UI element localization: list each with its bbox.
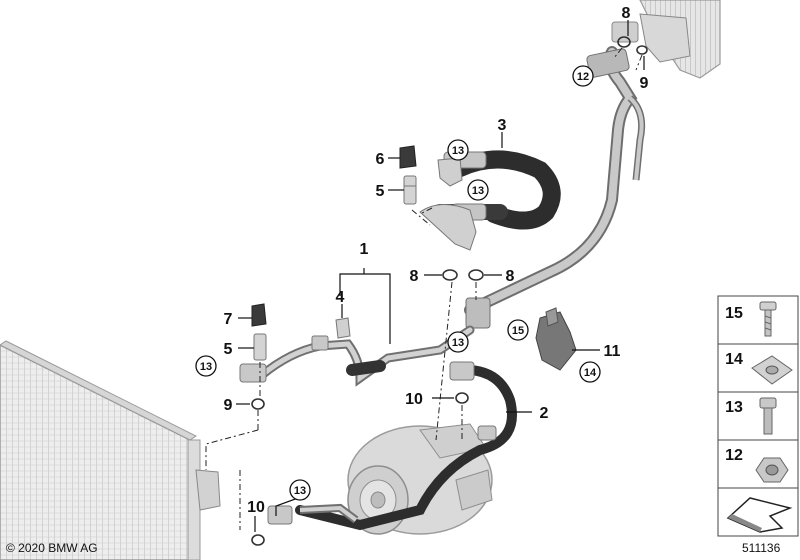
circled-marker-13-center: 13 (447, 331, 469, 353)
callout-2: 2 (540, 405, 549, 422)
valve-part-5-lower (253, 333, 267, 361)
evaporator-unit (611, 0, 721, 79)
svg-text:13: 13 (294, 485, 306, 497)
svg-text:15: 15 (512, 325, 524, 337)
part-callouts: 1 2 3 4 5 5 6 7 8 8 8 9 9 10 10 11 (224, 5, 649, 516)
callout-5-lower: 5 (224, 341, 233, 358)
legend-label-12: 12 (725, 447, 743, 464)
callout-8-top: 8 (622, 5, 631, 22)
leader-lines (236, 20, 645, 532)
svg-text:13: 13 (452, 145, 464, 157)
valve-part-5-upper (403, 175, 417, 205)
callout-8-right: 8 (506, 268, 515, 285)
svg-text:13: 13 (200, 361, 212, 373)
callout-4: 4 (336, 289, 345, 306)
callout-8-left: 8 (410, 268, 419, 285)
circled-marker-12: 12 (572, 65, 594, 87)
circled-marker-15: 15 (507, 319, 529, 341)
o-rings (251, 36, 648, 546)
circled-marker-13-left: 13 (195, 355, 217, 377)
svg-text:14: 14 (584, 367, 597, 379)
screw-icon (759, 301, 777, 337)
cap-part-7 (251, 303, 267, 327)
hose-part-2 (267, 361, 517, 531)
cap-part-6 (399, 145, 417, 169)
circled-marker-13-top: 13 (447, 139, 469, 161)
legend-label-15: 15 (725, 305, 743, 322)
callout-5-upper: 5 (376, 183, 385, 200)
circled-marker-13-bottom: 13 (289, 479, 311, 501)
hose-part-3 (419, 150, 561, 251)
callout-9-top: 9 (640, 75, 649, 92)
copyright-text: © 2020 BMW AG (6, 541, 98, 555)
callout-10-middle: 10 (405, 391, 423, 408)
condenser (0, 340, 221, 560)
pipe-suction-line (464, 46, 646, 329)
circled-marker-14: 14 (579, 361, 601, 383)
svg-text:13: 13 (452, 337, 464, 349)
legend-label-13: 13 (725, 399, 743, 416)
callout-10-bottom: 10 (247, 499, 265, 516)
hex-nut-icon (755, 457, 789, 483)
fastener-legend: 15 14 13 12 (717, 295, 799, 537)
callout-11: 11 (604, 343, 621, 360)
nut-plate-icon (751, 355, 793, 385)
circled-marker-13-middle: 13 (467, 179, 489, 201)
ac-compressor (347, 423, 493, 535)
svg-text:12: 12 (577, 71, 589, 83)
callout-1: 1 (360, 241, 369, 258)
diagram-reference-number: 511136 (742, 541, 781, 555)
pipe-part-1 (239, 325, 475, 387)
circled-markers: 12 13 13 13 13 13 14 15 (195, 65, 601, 501)
svg-text:13: 13 (472, 185, 484, 197)
direction-arrow-icon (726, 497, 793, 533)
callout-3: 3 (498, 117, 507, 134)
valve-part-4 (335, 317, 351, 339)
callout-7: 7 (224, 311, 233, 328)
bracket-part-11 (535, 307, 577, 371)
bolt-icon (759, 397, 777, 435)
callout-9-left: 9 (224, 397, 233, 414)
callout-6: 6 (376, 151, 385, 168)
assembly-lines (205, 47, 643, 530)
legend-label-14: 14 (725, 351, 743, 368)
